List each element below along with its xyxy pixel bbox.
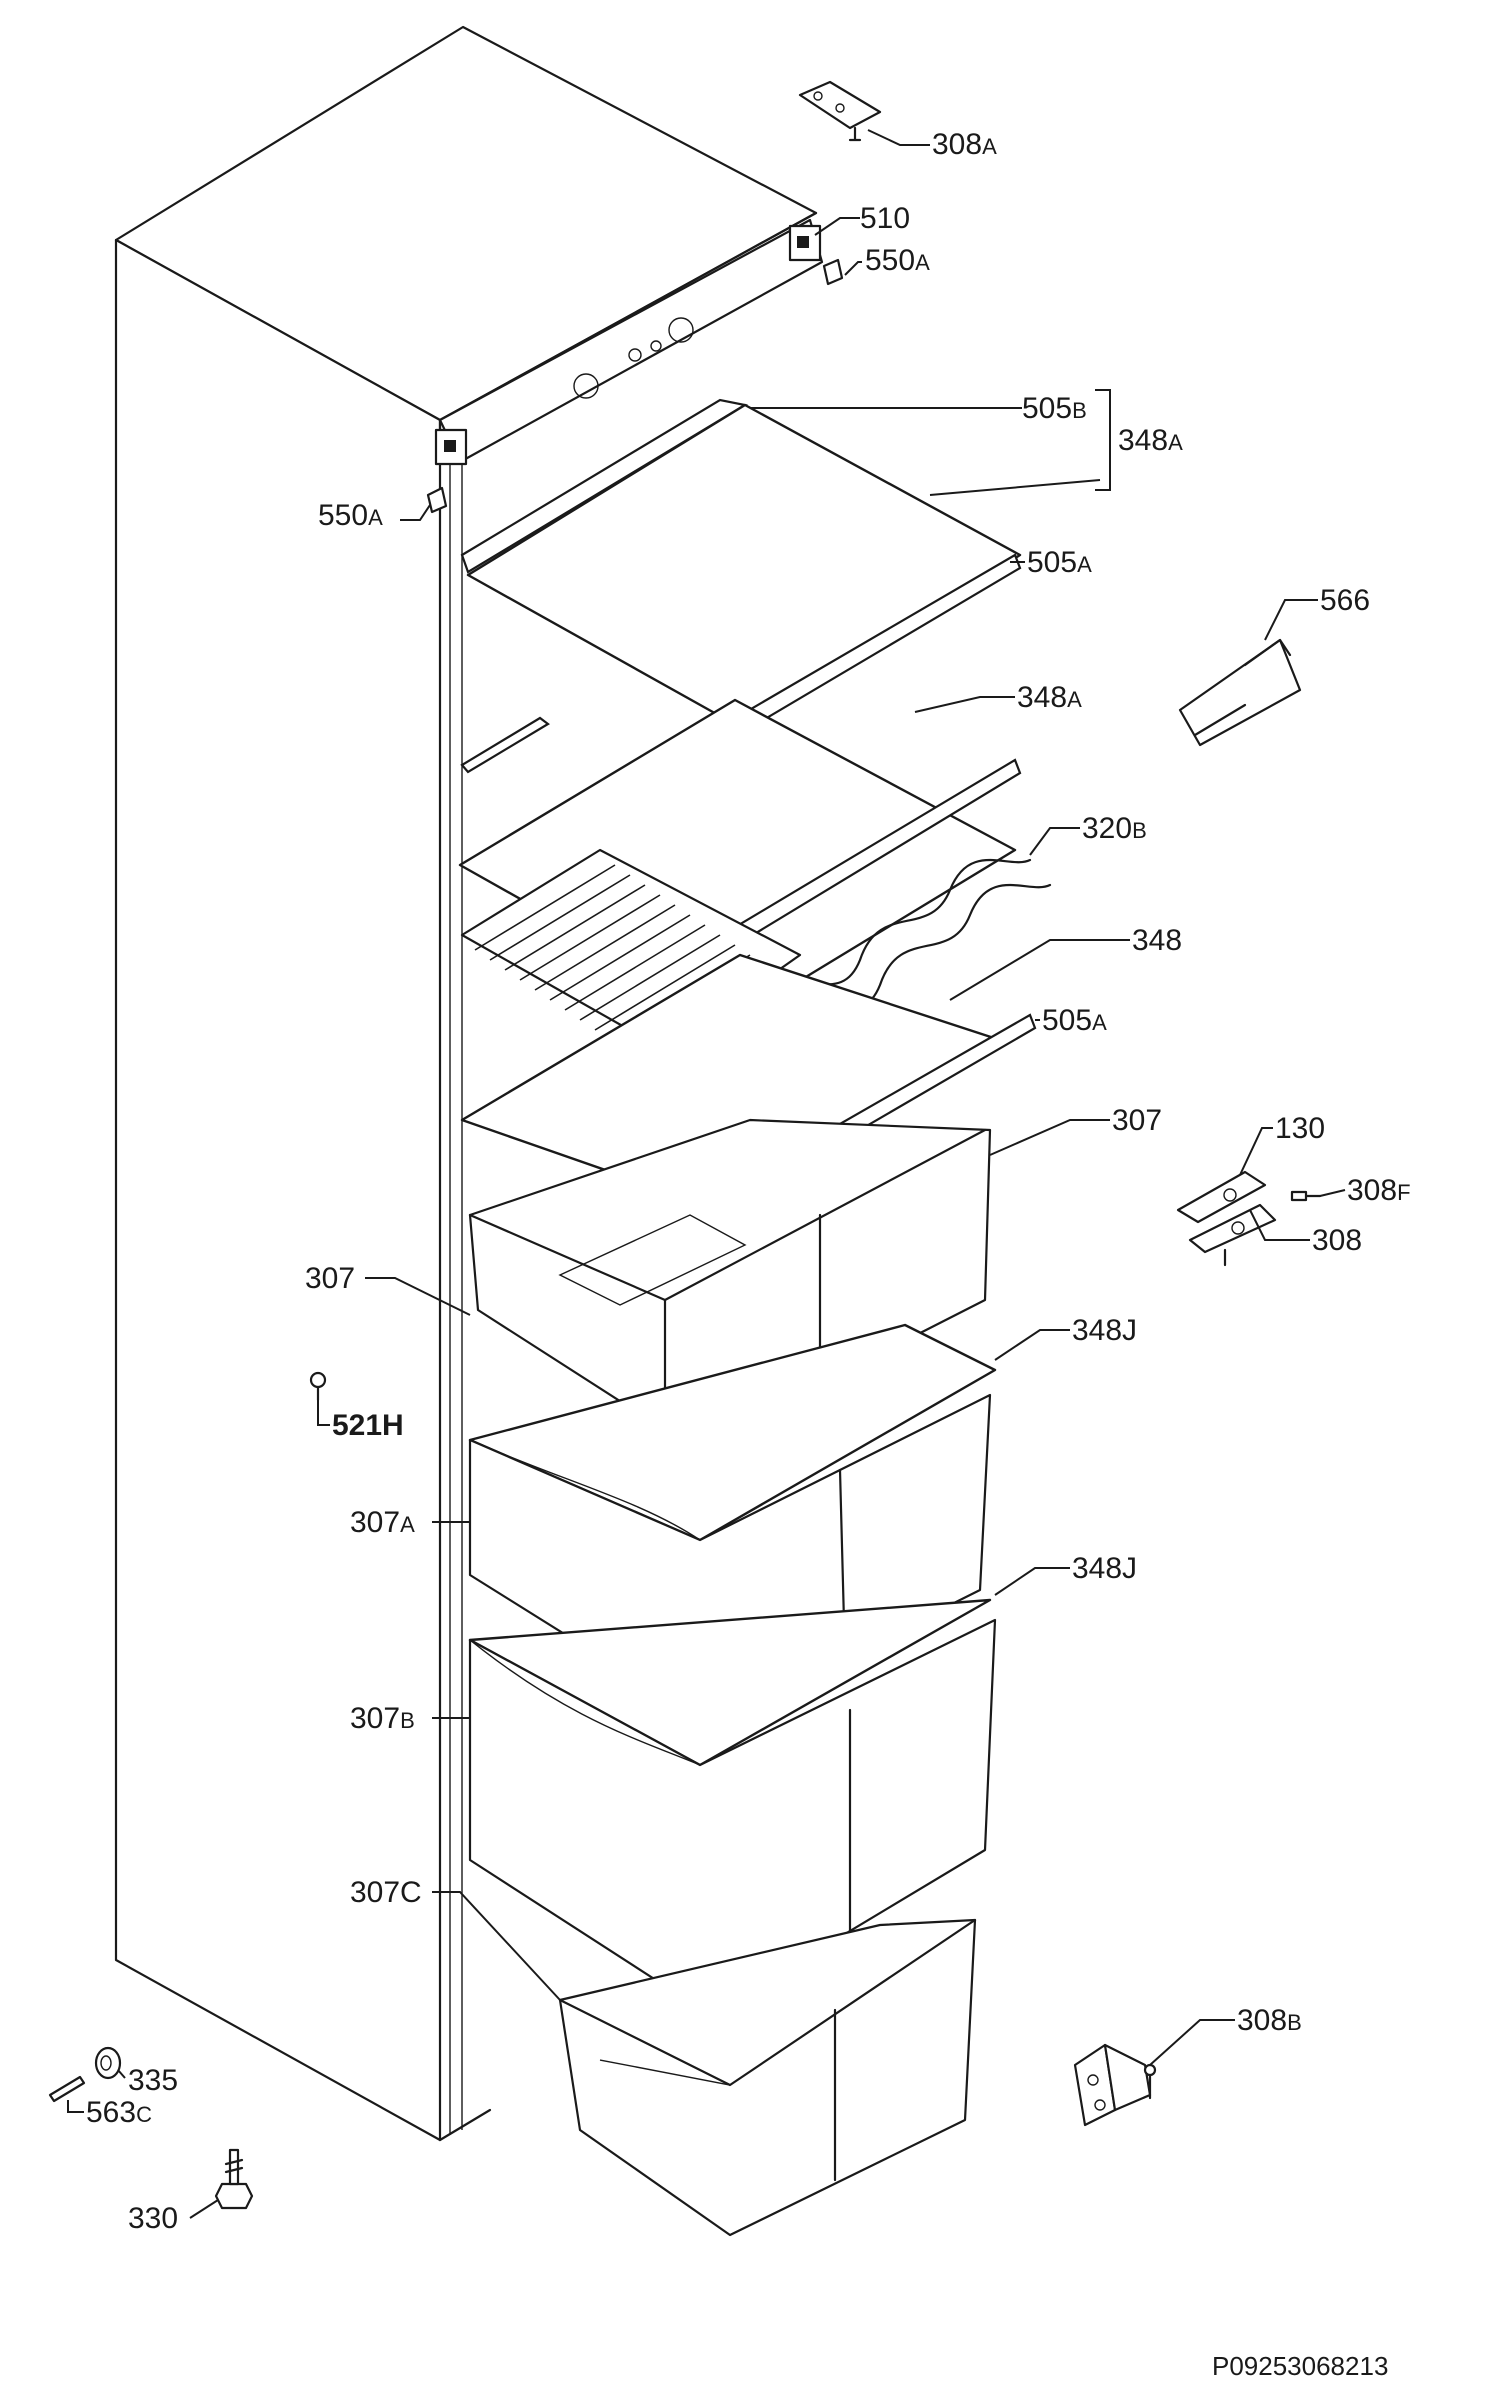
adjustable-foot-330	[214, 2148, 254, 2210]
callout-307b: 307B	[350, 1702, 415, 1735]
screw-308f	[1290, 1190, 1322, 1202]
callout-505a-mid: 505A	[1042, 1004, 1107, 1037]
callout-348j-top: 348J	[1072, 1314, 1137, 1347]
callout-348j-bottom: 348J	[1072, 1552, 1137, 1585]
leader-lines	[67, 129, 1346, 2219]
crisper-drawer-307b	[468, 1618, 997, 2017]
callout-307-right: 307	[1112, 1104, 1162, 1137]
callout-550a-right: 550A	[865, 244, 930, 277]
callout-320b: 320B	[1082, 812, 1147, 845]
callout-521h: 521H	[332, 1409, 404, 1442]
bottom-drawer-307c	[558, 1918, 977, 2237]
callout-348: 348	[1132, 924, 1182, 957]
cabinet-body	[114, 25, 818, 2142]
drawer-307-upper	[468, 1118, 992, 1447]
callout-563c: 563C	[86, 2096, 152, 2129]
callout-308b: 308B	[1237, 2004, 1302, 2037]
bottom-hinge-308b	[1073, 2043, 1157, 2127]
callout-330: 330	[128, 2202, 178, 2235]
callout-308f: 308F	[1347, 1174, 1411, 1207]
callout-307c: 307C	[350, 1876, 422, 1909]
cover-cap-550a-right	[822, 258, 844, 286]
callout-308a: 308A	[932, 128, 997, 161]
reference-code: P09253068213	[1212, 2351, 1388, 2381]
callout-505a-top: 505A	[1027, 546, 1092, 579]
callout-307a: 307A	[350, 1506, 415, 1539]
callout-510: 510	[860, 202, 910, 235]
spacer-335	[94, 2046, 122, 2080]
callout-348a: 348A	[1017, 681, 1082, 714]
callout-307-left: 307	[305, 1262, 355, 1295]
bracket-566	[1178, 638, 1302, 747]
pin-563c	[48, 2075, 86, 2103]
callout-130: 130	[1275, 1112, 1325, 1145]
callout-505b: 505B	[1022, 392, 1087, 425]
control-panel-510	[434, 218, 824, 466]
callout-566: 566	[1320, 584, 1370, 617]
cover-cap-550a-left	[426, 486, 448, 514]
callout-308: 308	[1312, 1224, 1362, 1257]
screw-521h	[309, 1371, 327, 1402]
callout-550a-left: 550A	[318, 499, 383, 532]
callouts: 308A 510 550A 550A 505B 348A 505A 566 34…	[86, 128, 1411, 2381]
middle-hinge-130	[1176, 1170, 1277, 1267]
callout-348a-group: 348A	[1118, 424, 1183, 457]
top-hinge-308a	[798, 80, 882, 142]
callout-335: 335	[128, 2064, 178, 2097]
